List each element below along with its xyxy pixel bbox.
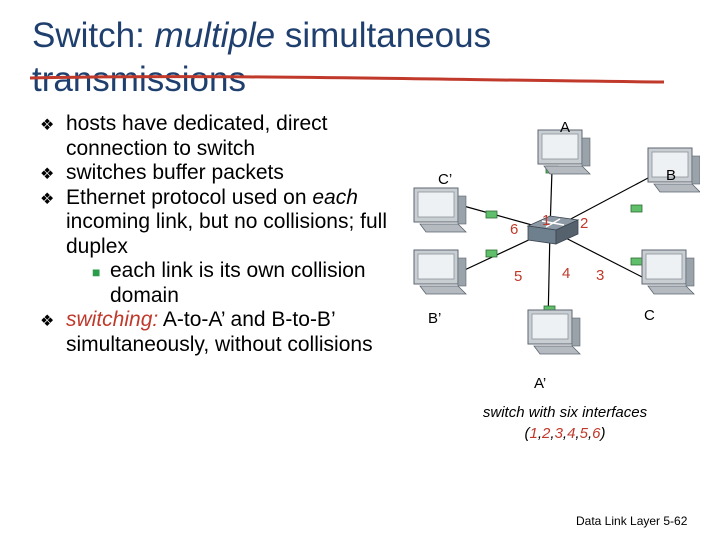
port-label-1: 1 (542, 212, 550, 229)
bullet-item: ❖ switches buffer packets (40, 161, 400, 186)
sub-bullet-text: each link is its own collision domain (110, 259, 366, 307)
host-c-icon (642, 250, 694, 294)
host-b-prime-icon (414, 250, 466, 294)
slide-footer: Data Link Layer 5-62 (576, 514, 687, 528)
bullet-text: hosts have dedicated, direct connection … (66, 112, 328, 160)
host-label-c: C (644, 307, 655, 324)
caption-line: switch with six interfaces (440, 402, 690, 423)
bullet-list: ❖ hosts have dedicated, direct connectio… (40, 112, 400, 357)
bullet-text: Ethernet protocol used on (66, 186, 312, 209)
bullet-emphasis: each (312, 186, 358, 209)
host-label-a: A (560, 119, 570, 136)
port-label-4: 4 (562, 265, 570, 282)
bullet-marker-icon: ❖ (40, 114, 54, 139)
diagram-caption: switch with six interfaces (1,2,3,4,5,6) (440, 402, 690, 444)
square-bullet-icon: ■ (92, 260, 100, 285)
host-a-icon (538, 130, 590, 174)
caption-interfaces: (1,2,3,4,5,6) (440, 423, 690, 444)
bullet-marker-icon: ❖ (40, 163, 54, 188)
port-label-5: 5 (514, 268, 522, 285)
title-emphasis: multiple (155, 16, 276, 55)
bullet-text: switches buffer packets (66, 161, 284, 184)
host-label-c-prime: C’ (438, 171, 452, 188)
sub-bullet-item: ■ each link is its own collision domain (40, 259, 400, 308)
bullet-item: ❖ switching: A-to-A’ and B-to-B’ simulta… (40, 308, 400, 357)
switch-diagram: A B C A’ B’ C’ 1 2 3 4 5 6 (400, 108, 700, 398)
title-underline (28, 70, 668, 86)
slide-title: Switch: multiple simultaneous transmissi… (32, 14, 692, 102)
port-label-6: 6 (510, 221, 518, 238)
title-prefix: Switch: (32, 16, 155, 55)
bullet-marker-icon: ❖ (40, 310, 54, 335)
port-label-2: 2 (580, 215, 588, 232)
host-label-b: B (666, 167, 676, 184)
bullet-item: ❖ hosts have dedicated, direct connectio… (40, 112, 400, 161)
bullet-marker-icon: ❖ (40, 188, 54, 213)
bullet-item: ❖ Ethernet protocol used on each incomin… (40, 186, 400, 260)
host-a-prime-icon (528, 310, 580, 354)
host-label-a-prime: A’ (534, 375, 546, 392)
links (456, 170, 648, 323)
host-label-b-prime: B’ (428, 310, 441, 327)
highlight-text: switching: (66, 308, 158, 331)
port-label-3: 3 (596, 267, 604, 284)
host-c-prime-icon (414, 188, 466, 232)
bullet-text: incoming link, but no collisions; full d… (66, 210, 387, 258)
